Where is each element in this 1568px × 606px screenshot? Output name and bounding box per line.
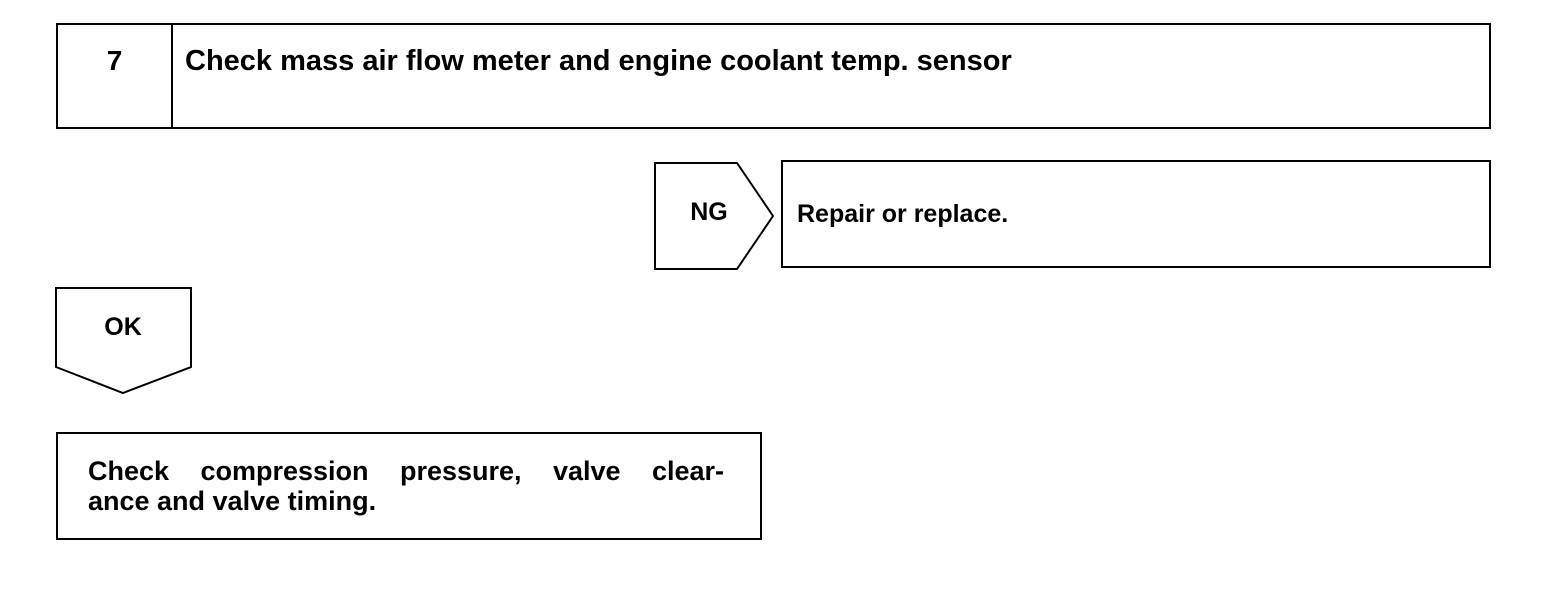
ng-arrow-shape [654, 162, 775, 270]
next-step-box: Check compression pressure, valve clear-… [56, 432, 762, 540]
ok-tag: OK [104, 313, 142, 341]
step-number-cell: 7 [58, 25, 173, 127]
next-step-line-1: Check compression pressure, valve clear- [88, 456, 724, 486]
next-step-text: Check compression pressure, valve clear-… [88, 456, 724, 516]
ng-tag: NG [690, 198, 728, 226]
step-header-box: 7 Check mass air flow meter and engine c… [56, 23, 1491, 129]
ok-arrow-shape [55, 287, 192, 395]
next-step-line-2: ance and valve timing. [88, 486, 377, 516]
step-title: Check mass air flow meter and engine coo… [185, 45, 1012, 77]
step-number: 7 [106, 45, 123, 76]
ng-action-text: Repair or replace. [797, 200, 1009, 228]
ng-action-box: Repair or replace. [781, 160, 1491, 268]
